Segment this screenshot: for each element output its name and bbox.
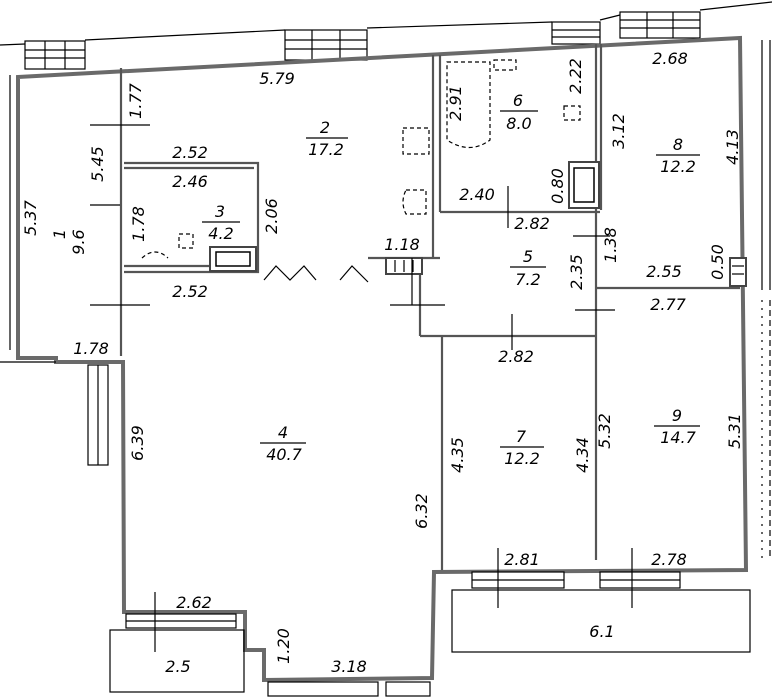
dim-r5-left: 1.38 (601, 227, 620, 263)
vent-ducts (209, 161, 747, 287)
dim-r8-right: 4.13 (723, 129, 742, 165)
dim-r3-top: 2.52 (172, 143, 208, 162)
room-7-area: 12.2 (504, 449, 540, 468)
dim-r9-bottom: 2.78 (651, 550, 687, 569)
dim-r9-right: 5.31 (725, 413, 744, 449)
room-labels: 1 9.6 2 17.2 3 4.2 4 40.7 5 7.2 6 8.0 7 … (50, 91, 700, 676)
dim-r1-left: 5.37 (21, 199, 40, 235)
dim-r5-right: 2.35 (567, 254, 586, 290)
dim-r3-left: 1.78 (129, 206, 148, 242)
dim-r9-top: 2.77 (650, 295, 686, 314)
dim-r1-bottom: 1.78 (73, 339, 109, 358)
room-5-number: 5 (523, 247, 533, 266)
basin-icon (141, 251, 169, 259)
room-2-number: 2 (320, 118, 330, 137)
interior-walls (119, 44, 740, 570)
room-8-number: 8 (673, 135, 683, 154)
dim-r3-bottom: 2.52 (172, 282, 208, 301)
room-4-number: 4 (278, 423, 288, 442)
fixtures (141, 59, 581, 259)
balcony-large-area: 6.1 (589, 622, 614, 641)
room-3-number: 3 (215, 202, 225, 221)
dim-r4-bottom: 3.18 (331, 657, 367, 676)
outer-wall (16, 35, 749, 683)
dim-r6-top: 2.22 (566, 58, 585, 94)
toilet-icon (493, 59, 517, 71)
dim-r8-bottom: 2.55 (646, 262, 682, 281)
bottom-windows (87, 364, 681, 697)
dim-r8-small: 0.50 (708, 244, 727, 280)
room-1-area: 9.6 (69, 229, 88, 254)
room-8-area: 12.2 (660, 157, 696, 176)
dim-r1-mid: 5.45 (88, 146, 107, 182)
dim-corridor-width: 1.18 (384, 235, 420, 254)
dim-r5-top: 2.82 (514, 214, 550, 233)
right-facade (761, 40, 771, 560)
window-room8 (619, 11, 701, 39)
wc-icon (178, 233, 194, 249)
washbasin-icon (563, 105, 581, 121)
dim-r6-left: 2.91 (446, 85, 465, 121)
dim-r1-top: 1.77 (126, 82, 145, 118)
room-7-number: 7 (516, 427, 527, 446)
balcony-large (451, 589, 751, 653)
dimension-labels: 5.79 1.77 5.37 5.45 2.52 2.46 1.78 2.06 … (21, 49, 744, 676)
room-5-area: 7.2 (515, 270, 540, 289)
dim-r8-top: 2.68 (652, 49, 688, 68)
room-6-area: 8.0 (506, 114, 531, 133)
room-9-number: 9 (672, 406, 682, 425)
dim-r3-inner-top: 2.46 (172, 172, 208, 191)
stove-icon (402, 127, 430, 155)
dim-r4-right: 6.32 (412, 493, 431, 529)
room-6-number: 6 (513, 91, 523, 110)
room-9-area: 14.7 (660, 428, 696, 447)
balcony-small-area: 2.5 (165, 657, 190, 676)
dimension-ticks (90, 124, 633, 652)
room-1-number: 1 (50, 229, 69, 239)
dim-r4-bottom-left: 2.62 (176, 593, 212, 612)
dim-r2-top: 5.79 (259, 69, 295, 88)
dim-r4-left: 6.39 (128, 425, 147, 461)
bathtub-icon (446, 61, 491, 149)
dim-r5-bottom: 2.82 (498, 347, 534, 366)
dim-r8-left: 3.12 (609, 113, 628, 149)
doors (263, 265, 369, 283)
window-room2 (284, 29, 368, 61)
dim-r4-step: 1.20 (274, 628, 293, 664)
window-room1 (24, 40, 86, 70)
dim-r7-bottom: 2.81 (504, 550, 540, 569)
room-2-area: 17.2 (308, 140, 344, 159)
dim-r9-left: 5.32 (595, 413, 614, 449)
room-3-area: 4.2 (208, 224, 233, 243)
dim-r3-right: 2.06 (262, 198, 281, 234)
window-room6 (551, 21, 601, 45)
dim-r7-right: 4.34 (573, 437, 592, 473)
dim-r6-right: 0.80 (548, 168, 567, 204)
dim-r6-bottom: 2.40 (459, 185, 495, 204)
room-4-area: 40.7 (266, 445, 302, 464)
balcony-small (109, 629, 245, 693)
sink-icon (402, 189, 427, 215)
dim-r7-left: 4.35 (448, 437, 467, 473)
